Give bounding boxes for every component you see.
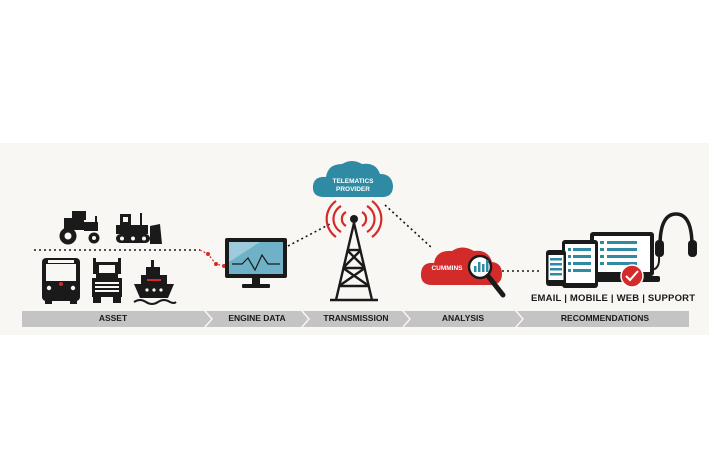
tractor-icon xyxy=(59,211,100,245)
link-engine-tower xyxy=(287,223,331,247)
phone-icon xyxy=(546,250,566,286)
analysis-cloud-label: CUMMINS xyxy=(431,265,463,272)
arrow-asset xyxy=(22,311,211,327)
arrow-transmission xyxy=(303,311,409,327)
arrow-engine-data xyxy=(206,311,308,327)
bulldozer-icon xyxy=(116,213,162,244)
arrow-analysis xyxy=(404,311,522,327)
magnifier-icon xyxy=(467,254,506,298)
stage-label-analysis: ANALYSIS xyxy=(441,313,485,323)
check-badge-icon xyxy=(620,264,644,288)
provider-line-2: PROVIDER xyxy=(336,186,370,193)
telematics-cloud-icon xyxy=(312,161,393,197)
arrow-recommendations xyxy=(517,311,689,327)
stage-label-recommendations: RECOMMENDATIONS xyxy=(560,313,650,323)
stage-label-asset: ASSET xyxy=(98,313,128,323)
provider-line-1: TELEMATICS xyxy=(332,178,374,185)
dotted-links xyxy=(34,204,540,272)
stage-label-transmission: TRANSMISSION xyxy=(323,313,389,323)
cell-tower-icon xyxy=(325,200,383,302)
truck-icon xyxy=(92,258,122,303)
channels-label: EMAIL | MOBILE | WEB | SUPPORT xyxy=(531,293,696,304)
tablet-icon xyxy=(562,240,598,288)
stage-arrows xyxy=(22,311,689,327)
link-tower-analysis xyxy=(384,204,433,249)
provider-cloud-label: TELEMATICS PROVIDER xyxy=(318,178,388,194)
monitor-icon xyxy=(225,238,287,288)
stage-label-engine-data: ENGINE DATA xyxy=(228,313,286,323)
ship-icon xyxy=(133,260,177,305)
headset-icon xyxy=(649,212,697,271)
bus-icon xyxy=(42,258,80,304)
